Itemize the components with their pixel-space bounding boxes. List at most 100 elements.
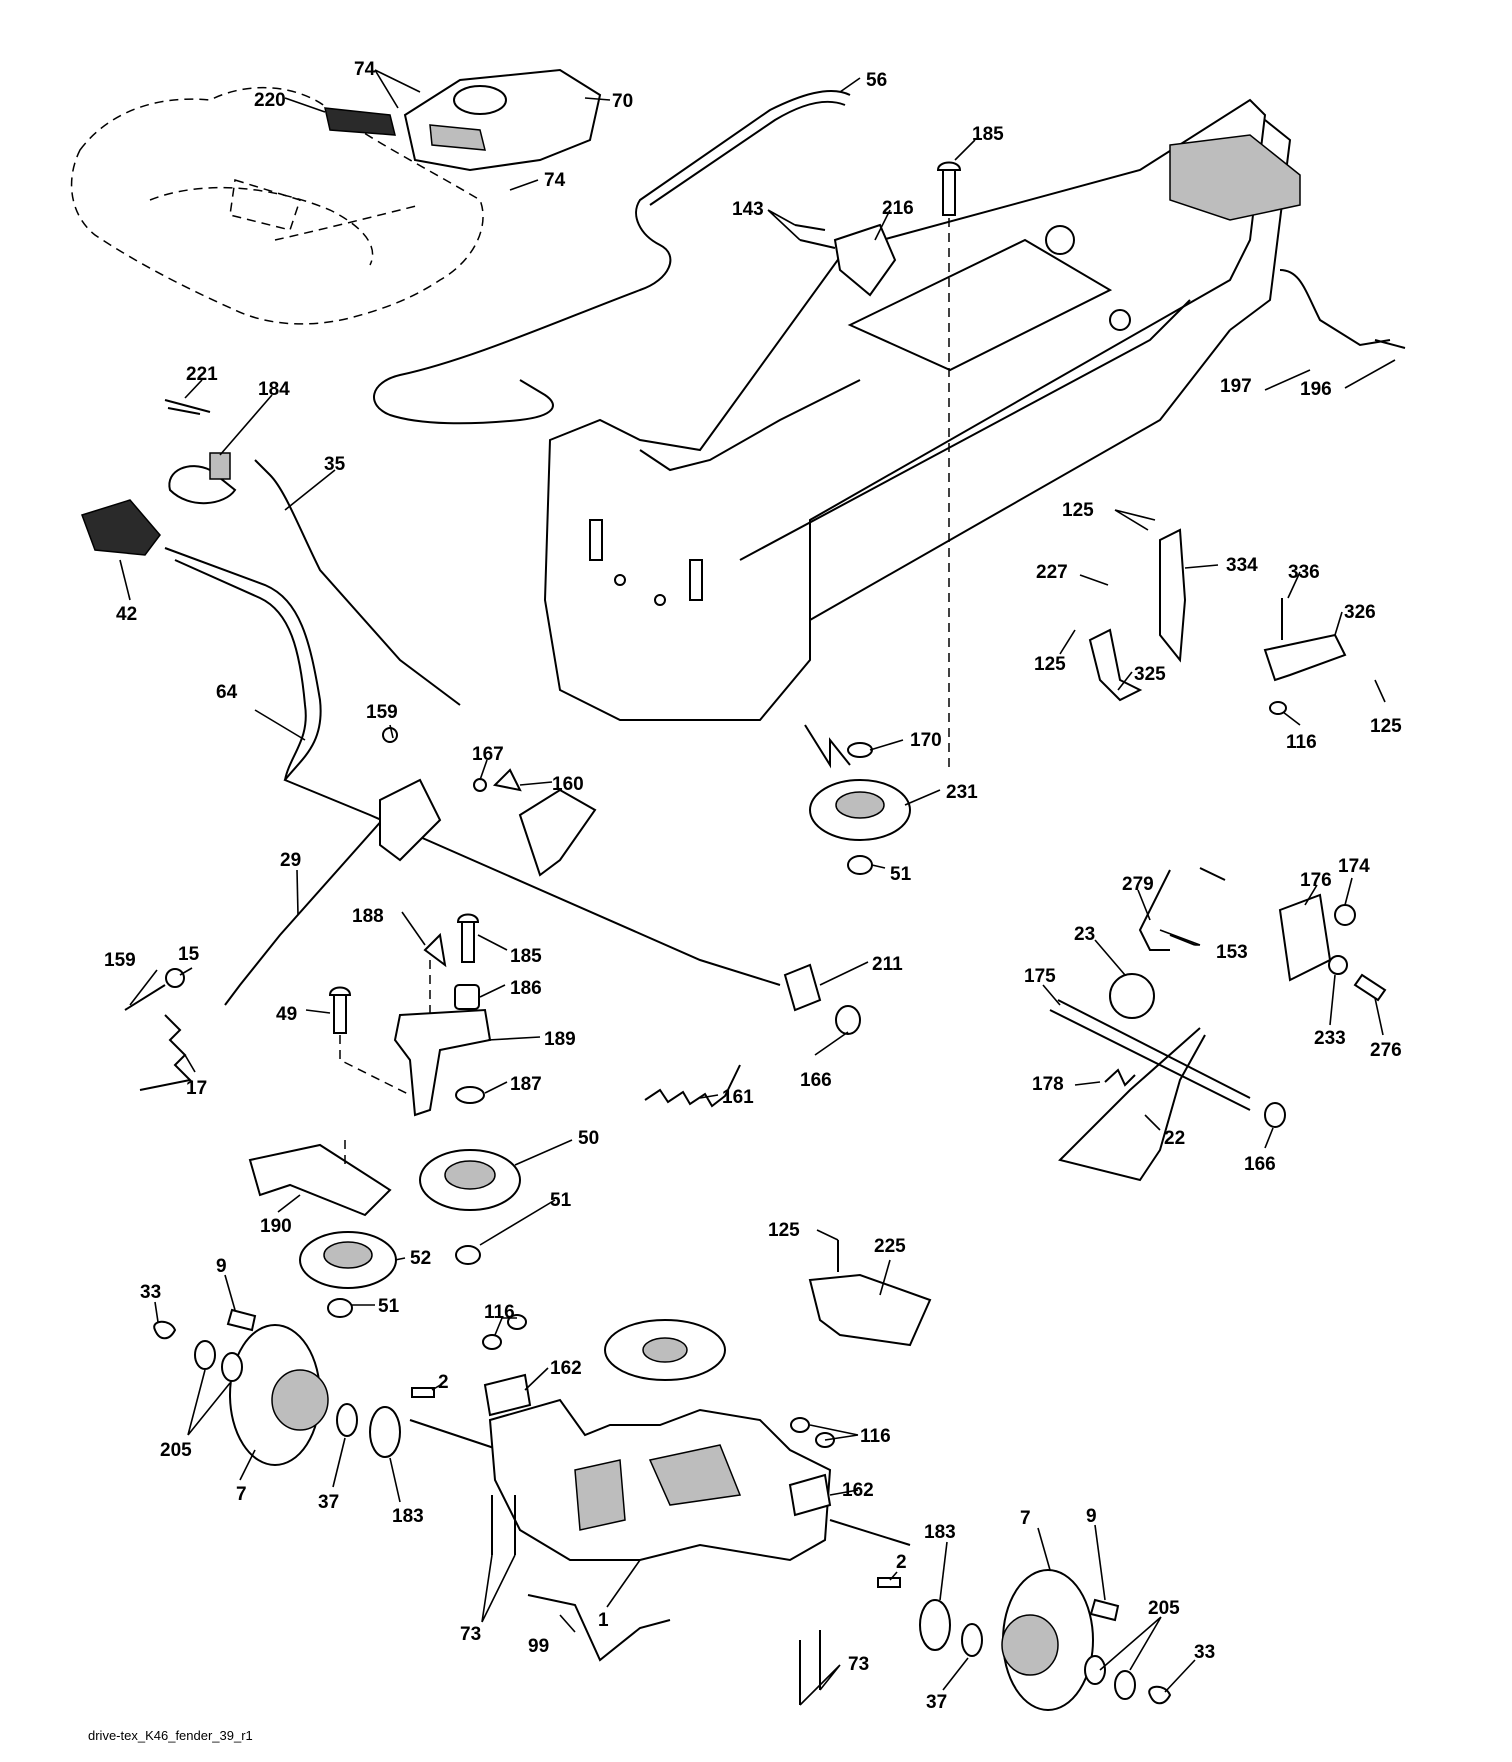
callout: 37 [926, 1692, 947, 1713]
callout: 51 [890, 864, 912, 885]
callout: 231 [946, 782, 978, 803]
part-160-clip [492, 768, 522, 792]
part-1-transaxle [409, 1319, 911, 1562]
callout: 143 [732, 199, 764, 220]
callout: 2 [438, 1372, 449, 1393]
part-7-hub-right [1001, 1569, 1094, 1711]
part-175-shaft [1049, 1009, 1251, 1111]
part-23-spring [1109, 973, 1155, 1019]
callout: 205 [160, 1440, 192, 1461]
part-167-pin [473, 778, 487, 792]
part-184-clip [209, 452, 231, 480]
callout: 51 [550, 1190, 572, 1211]
callout: 116 [860, 1426, 891, 1447]
part-216-bracket [833, 223, 897, 297]
callout: 73 [848, 1654, 869, 1675]
part-2-key-left [411, 1387, 435, 1398]
part-51-nut-mid [455, 1245, 481, 1265]
part-170-bracket [804, 724, 851, 769]
part-183-bearing-right [919, 1599, 951, 1651]
callout: 186 [510, 978, 542, 999]
callout: 159 [104, 950, 136, 971]
leader-lines [119, 69, 1396, 1706]
callout: 9 [1086, 1506, 1097, 1527]
part-51-nut-top [847, 855, 873, 875]
callout: 178 [1032, 1074, 1064, 1095]
part-143-bolts [794, 224, 836, 249]
callout: 125 [1034, 654, 1066, 675]
callout: 9 [216, 1256, 227, 1277]
callout: 227 [1036, 562, 1068, 583]
part-176-bracket [1278, 893, 1332, 982]
part-17-spring [139, 1014, 193, 1091]
part-2-key-right [877, 1577, 901, 1588]
callout: 7 [1020, 1508, 1031, 1529]
part-116-nut-right [1269, 701, 1287, 715]
callout: 33 [1194, 1642, 1215, 1663]
callout: 37 [318, 1492, 339, 1513]
callout: 185 [972, 124, 1004, 145]
callout: 23 [1074, 924, 1095, 945]
part-56-drive-belt [373, 89, 851, 425]
figure-caption: drive-tex_K46_fender_39_r1 [88, 1728, 253, 1743]
callout: 190 [260, 1216, 292, 1237]
callout: 167 [472, 744, 504, 765]
part-211-bushing [783, 963, 822, 1012]
callout: 42 [116, 604, 137, 625]
main-frame [543, 98, 1292, 721]
callout: 153 [1216, 942, 1248, 963]
part-187-washer [455, 1086, 485, 1104]
callout: 279 [1122, 874, 1154, 895]
part-279-rod [1138, 869, 1171, 951]
part-220-decal [324, 107, 396, 136]
part-166-washer-right [1264, 1102, 1286, 1128]
part-51-nut-lower [327, 1298, 353, 1318]
pedal-bracket [518, 788, 597, 877]
part-197-rod [1279, 269, 1391, 347]
part-70-console-cover [403, 68, 602, 172]
callout: 22 [1164, 1128, 1185, 1149]
callout: 1 [598, 1610, 609, 1631]
callout: 64 [216, 682, 238, 703]
callout: 205 [1148, 1598, 1180, 1619]
callout: 216 [882, 198, 914, 219]
part-205-washer-a-left [194, 1340, 216, 1370]
callout: 211 [872, 954, 903, 975]
part-116-nut-a [482, 1334, 502, 1350]
part-196-bolt [1374, 339, 1406, 349]
callout: 221 [186, 364, 218, 385]
part-50-pulley [419, 1149, 521, 1211]
part-42-grip [81, 499, 161, 556]
part-9-key-right [1089, 1598, 1120, 1622]
part-188-pin [423, 932, 447, 968]
part-174-washer [1334, 904, 1356, 926]
part-231-pulley [809, 779, 911, 841]
part-159-pin-top [382, 727, 398, 743]
part-33-clip-left [153, 1320, 177, 1340]
part-205-washer-a-right [1084, 1655, 1106, 1685]
callout: 183 [924, 1522, 956, 1543]
callout: 166 [800, 1070, 832, 1091]
part-64-lever [164, 547, 781, 986]
callout: 162 [842, 1480, 874, 1501]
engine-mount [1169, 134, 1301, 221]
callout: 73 [460, 1624, 481, 1645]
part-189-idler-arm [393, 1008, 492, 1117]
part-35-rod [254, 459, 461, 706]
callout: 276 [1370, 1040, 1402, 1061]
callout: 49 [276, 1004, 297, 1025]
callout: 33 [140, 1282, 161, 1303]
part-276-bolt [1353, 973, 1387, 1002]
part-73-bolts-left [491, 1495, 516, 1555]
callout: 161 [722, 1087, 754, 1108]
part-233-washer [1328, 955, 1348, 975]
part-153-clips [1169, 867, 1226, 946]
callout: 159 [366, 702, 398, 723]
part-183-bearing-left [369, 1406, 401, 1458]
lever-bracket [379, 778, 442, 862]
callout: 225 [874, 1236, 906, 1257]
part-166-washer-mid [835, 1005, 861, 1035]
callout: 175 [1024, 966, 1056, 987]
callout: 2 [896, 1552, 907, 1573]
part-190-cover [248, 1143, 392, 1217]
